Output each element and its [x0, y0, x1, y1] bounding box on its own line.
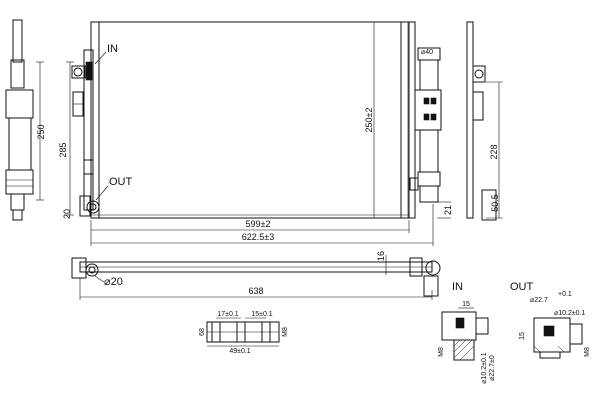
in-detail-label: IN: [452, 281, 463, 293]
hatch: [453, 339, 473, 359]
core-inner: [98, 21, 402, 219]
left-pipe-top: [12, 19, 23, 63]
out-leader: [95, 185, 109, 201]
bottom-left-port: [85, 263, 99, 277]
out-15-label: 15: [519, 332, 526, 340]
front-view: IN OUT 285 20 250±2 ⌀40 21 599±2: [58, 21, 453, 246]
left-side-view: 250: [5, 19, 46, 221]
dim-622-label: 622.5±3: [242, 232, 274, 242]
out-detail-label: OUT: [510, 281, 534, 293]
in-bracket: [71, 65, 86, 79]
out-fitting: [86, 200, 100, 214]
in-leader: [94, 51, 107, 65]
drier-clip: [409, 177, 419, 191]
hatch: [557, 345, 565, 353]
out-label: OUT: [109, 176, 133, 188]
left-tank-clip: [83, 159, 94, 175]
out-block-nose: [569, 323, 583, 345]
core-outer: [90, 21, 410, 219]
bottom-pipe-label: ⌀20: [104, 276, 123, 288]
dim-21-label: 21: [443, 205, 453, 215]
dim-599-label: 599±2: [246, 219, 271, 229]
dim-228-label: 228: [489, 144, 499, 159]
drier-collar: [417, 171, 441, 187]
right-view-lower-bracket: [481, 189, 497, 221]
bottom-left-fitting: [71, 257, 87, 279]
dim-285-label: 285: [58, 142, 68, 157]
dim-50-label: 50.5: [490, 194, 500, 212]
right-side-view: 228 50.5: [466, 21, 503, 221]
left-tank-upper: [5, 89, 34, 119]
hatch: [453, 339, 467, 353]
left-tank-body: [8, 117, 32, 171]
right-view-bracket: [472, 91, 484, 121]
in-d2-label: ⌀22.7±0: [489, 355, 496, 381]
out-detail: OUT ⌀22.7 +0.1 ⌀10.2±0.1 15 M8: [510, 281, 591, 359]
pipe-leader: [94, 275, 105, 283]
out-tol-label: +0.1: [558, 291, 572, 298]
right-view-fitting: [472, 65, 486, 83]
drier-diameter-label: ⌀40: [421, 49, 433, 56]
right-view-plate: [466, 21, 474, 219]
bottom-right-drier: [423, 275, 439, 297]
bottom-right-port: [425, 260, 441, 276]
bottom-right-clip: [409, 257, 423, 277]
out-block-hole: [543, 325, 555, 337]
dim-15-label: 15±0.1: [251, 311, 272, 318]
dim-m8-label: M8: [282, 327, 289, 337]
in-15-label: 15: [462, 301, 470, 308]
hatch: [459, 345, 475, 361]
right-view-fitting-bolt: [474, 69, 484, 79]
left-pipe-bottom: [10, 193, 25, 211]
dim-250-label: 250: [36, 124, 46, 139]
dim-16-label: 16: [376, 251, 386, 261]
in-block-nose: [475, 317, 489, 335]
in-detail: IN 15 M8 ⌀10.2±0.1 ⌀22.7±0: [438, 281, 496, 384]
in-label: IN: [107, 43, 118, 55]
port-hole-b: [236, 321, 246, 343]
hatch: [453, 339, 461, 347]
drier-top: [419, 59, 439, 91]
in-fitting: [73, 67, 83, 77]
hatch: [533, 345, 541, 353]
in-d1-label: ⌀10.2±0.1: [481, 352, 488, 384]
out-stub: [539, 351, 561, 359]
drier-port: [423, 113, 430, 121]
out-d1-label: ⌀22.7: [530, 297, 548, 304]
dim-20-label: 20: [62, 209, 72, 219]
left-pipe-end: [12, 209, 23, 221]
drier-port: [430, 97, 437, 105]
drier-block: [414, 89, 442, 131]
in-stub: [453, 339, 475, 361]
dim-68-label: 68: [199, 328, 206, 336]
port-hole-a: [211, 321, 221, 343]
bottom-left-port-inner: [88, 266, 96, 274]
drier-base: [419, 185, 439, 203]
drier-port: [430, 113, 437, 121]
port-spacing-detail: 17±0.1 15±0.1 49±0.1 68 M8: [199, 311, 289, 355]
bottom-view: ⌀20 16 638: [71, 251, 441, 300]
in-block: [85, 61, 93, 81]
left-tank-lower: [5, 169, 34, 195]
dim-638-label: 638: [248, 286, 263, 296]
port-hole-c: [261, 321, 271, 343]
in-block-hole: [455, 317, 465, 329]
left-pipe-collar: [10, 59, 25, 89]
dim-17-label: 17±0.1: [217, 311, 238, 318]
drier-body: [419, 129, 439, 173]
in-m8-label: M8: [438, 347, 445, 357]
dim-49-label: 49±0.1: [229, 348, 250, 355]
out-m8-label: M8: [584, 347, 591, 357]
dim-250-core-label: 250±2: [364, 108, 374, 133]
out-bracket: [79, 195, 91, 217]
out-d2-label: ⌀10.2±0.1: [554, 310, 586, 317]
left-tank: [83, 49, 94, 211]
drier-port: [423, 97, 430, 105]
